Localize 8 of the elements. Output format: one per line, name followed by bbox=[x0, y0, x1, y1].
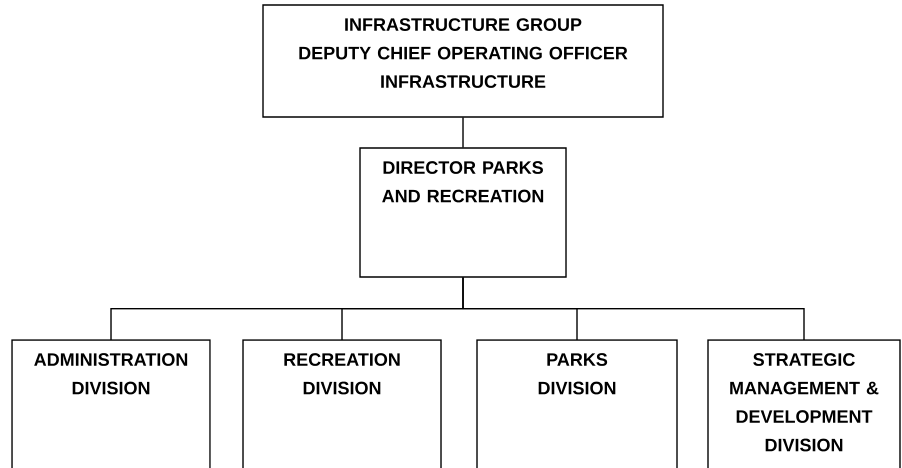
connector-line bbox=[462, 118, 464, 148]
position-box: INFRASTRUCTURE GROUP DEPUTY CHIEF OPERATING OFFICER INFRASTRUCTURE bbox=[262, 4, 664, 118]
position-box: STRATEGIC MANAGEMENT & DEVELOPMENT DIVISION bbox=[707, 339, 901, 468]
position-box: DIRECTOR PARKS AND RECREATION bbox=[359, 147, 567, 278]
connector-line bbox=[462, 278, 805, 340]
position-box: PARKS DIVISION bbox=[476, 339, 678, 468]
position-box: ADMINISTRATION DIVISION bbox=[11, 339, 211, 468]
position-box: RECREATION DIVISION bbox=[242, 339, 442, 468]
